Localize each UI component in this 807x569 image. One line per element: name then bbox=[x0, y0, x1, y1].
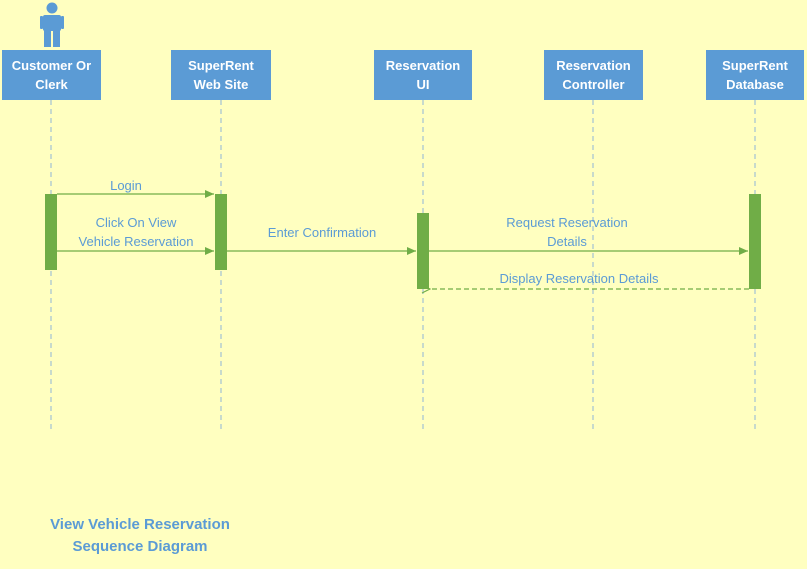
message-request-details-label: Request Reservation Details bbox=[506, 215, 628, 249]
message-click-view-label: Click On View Vehicle Reservation bbox=[78, 215, 194, 249]
activation-website bbox=[215, 194, 227, 270]
person-icon bbox=[40, 2, 64, 47]
activation-database bbox=[749, 194, 761, 289]
participant-reservation-ui: Reservation UI bbox=[374, 50, 472, 100]
message-enter-confirmation-label: Enter Confirmation bbox=[267, 225, 377, 240]
activation-reservation-ui bbox=[417, 213, 429, 289]
participant-customer: Customer Or Clerk bbox=[2, 50, 101, 100]
participant-website: SuperRent Web Site bbox=[171, 50, 271, 100]
message-display-details-label: Display Reservation Details bbox=[499, 271, 659, 286]
participant-reservation-controller: Reservation Controller bbox=[544, 50, 643, 100]
activation-customer bbox=[45, 194, 57, 270]
message-login-label: Login bbox=[110, 178, 142, 193]
participant-database: SuperRent Database bbox=[706, 50, 804, 100]
diagram-caption: View Vehicle Reservation Sequence Diagra… bbox=[50, 516, 230, 555]
